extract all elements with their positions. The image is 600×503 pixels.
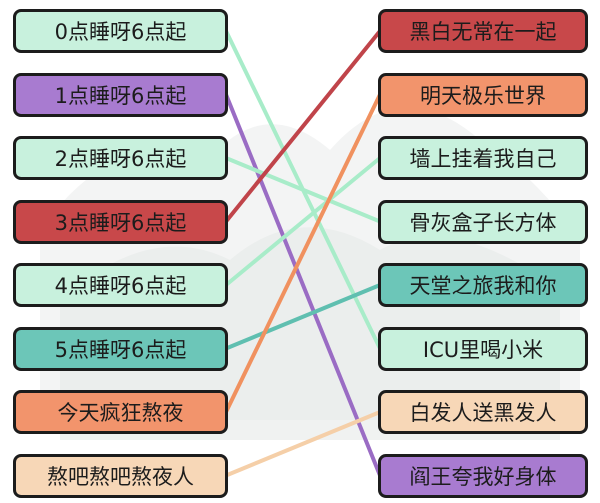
left-item-3[interactable]: 3点睡呀6点起 — [13, 199, 228, 244]
right-item-5[interactable]: ICU里喝小米 — [378, 326, 588, 371]
left-item-5[interactable]: 5点睡呀6点起 — [13, 326, 228, 371]
left-item-label: 5点睡呀6点起 — [54, 337, 187, 362]
right-item-0[interactable]: 黑白无常在一起 — [378, 9, 588, 53]
right-item-2[interactable]: 墙上挂着我自己 — [378, 136, 588, 180]
connection-line-7 — [224, 410, 382, 478]
left-item-label: 2点睡呀6点起 — [54, 147, 187, 171]
left-item-label: 0点睡呀6点起 — [54, 20, 187, 44]
left-item-4[interactable]: 4点睡呀6点起 — [13, 263, 228, 307]
connection-line-0 — [224, 29, 382, 351]
right-item-3[interactable]: 骨灰盒子长方体 — [378, 199, 588, 244]
connection-line-2 — [224, 156, 382, 224]
right-item-label: 骨灰盒子长方体 — [409, 210, 557, 235]
right-item-label: 黑白无常在一起 — [409, 20, 557, 44]
connection-line-4 — [224, 156, 382, 287]
right-item-label: 明天极乐世界 — [420, 83, 546, 108]
connection-line-3 — [224, 29, 382, 224]
right-item-6[interactable]: 白发人送黑发人 — [378, 390, 588, 434]
right-item-4[interactable]: 天堂之旅我和你 — [378, 263, 588, 307]
left-item-2[interactable]: 2点睡呀6点起 — [13, 136, 228, 180]
left-item-label: 熬吧熬吧熬夜人 — [47, 464, 194, 489]
left-item-label: 3点睡呀6点起 — [54, 210, 187, 235]
left-item-label: 1点睡呀6点起 — [54, 83, 187, 108]
right-item-label: 白发人送黑发人 — [409, 401, 557, 425]
left-item-label: 今天疯狂熬夜 — [57, 401, 184, 425]
right-item-label: ICU里喝小米 — [422, 337, 544, 362]
left-item-7[interactable]: 熬吧熬吧熬夜人 — [13, 453, 228, 498]
right-item-label: 阎王夸我好身体 — [409, 464, 557, 489]
connection-line-1 — [224, 92, 382, 478]
left-item-label: 4点睡呀6点起 — [54, 274, 187, 298]
left-item-1[interactable]: 1点睡呀6点起 — [13, 72, 228, 117]
right-item-label: 天堂之旅我和你 — [409, 274, 557, 298]
right-item-7[interactable]: 阎王夸我好身体 — [378, 453, 588, 498]
connection-line-5 — [224, 283, 382, 351]
left-item-6[interactable]: 今天疯狂熬夜 — [13, 390, 228, 434]
right-item-label: 墙上挂着我自己 — [409, 147, 557, 171]
right-item-1[interactable]: 明天极乐世界 — [378, 72, 588, 117]
connection-line-6 — [224, 92, 382, 414]
left-item-0[interactable]: 0点睡呀6点起 — [13, 9, 228, 53]
